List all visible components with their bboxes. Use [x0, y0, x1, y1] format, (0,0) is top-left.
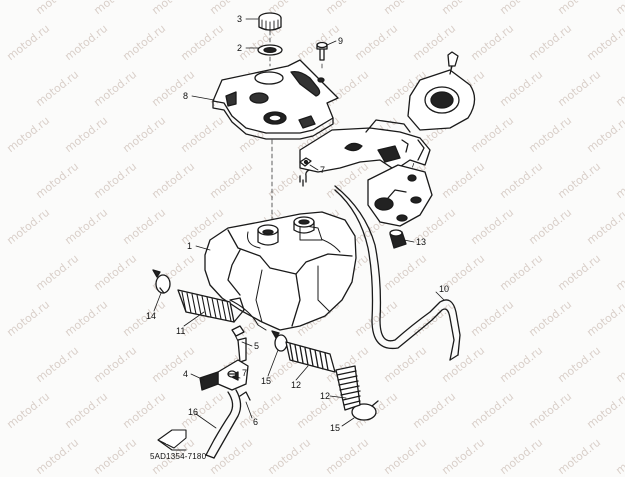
callout-7-lower: 7 [242, 368, 248, 378]
callout-1: 1 [187, 241, 193, 251]
fuel-hose-11 [177, 289, 245, 323]
callout-12-lower: 12 [320, 391, 331, 401]
fuel-line-16 [205, 389, 242, 459]
callout-15-lower: 15 [330, 423, 341, 433]
fuel-tank [204, 211, 357, 331]
hose-12-upper [285, 341, 336, 373]
leader-lines [153, 18, 445, 429]
callout-15-upper: 15 [261, 376, 272, 386]
callout-14: 14 [146, 311, 157, 321]
callout-5: 5 [254, 341, 260, 351]
callout-4: 4 [183, 369, 189, 379]
frame-bracket [299, 51, 476, 227]
callout-11: 11 [176, 326, 186, 336]
cap-gasket [257, 44, 283, 56]
damper-13 [389, 229, 407, 249]
callout-6: 6 [253, 417, 259, 427]
callout-10: 10 [439, 284, 450, 294]
bolt-9 [316, 41, 328, 61]
tank-cover [212, 59, 339, 140]
fuel-cock [199, 337, 249, 391]
callout-9: 9 [338, 36, 344, 46]
callout-13: 13 [416, 237, 427, 247]
callout-2: 2 [237, 43, 243, 53]
breather-hose [299, 169, 461, 361]
callout-8: 8 [183, 91, 189, 101]
fwd-arrow-icon [157, 429, 187, 451]
clip-7-lower [227, 370, 237, 378]
drawing-code: 5AD1354-7180 [150, 452, 207, 461]
hose-clamp-15-upper [271, 330, 288, 352]
callout-7-upper: 7 [320, 165, 326, 175]
callout-16: 16 [188, 407, 199, 417]
callout-12-upper: 12 [291, 380, 302, 390]
hose-clamp-14 [152, 269, 171, 294]
hose-12-lower [335, 365, 361, 411]
callout-3: 3 [237, 14, 243, 24]
fuel-cap [258, 12, 282, 32]
clip-6 [239, 391, 251, 401]
clip-7-upper [299, 157, 312, 167]
